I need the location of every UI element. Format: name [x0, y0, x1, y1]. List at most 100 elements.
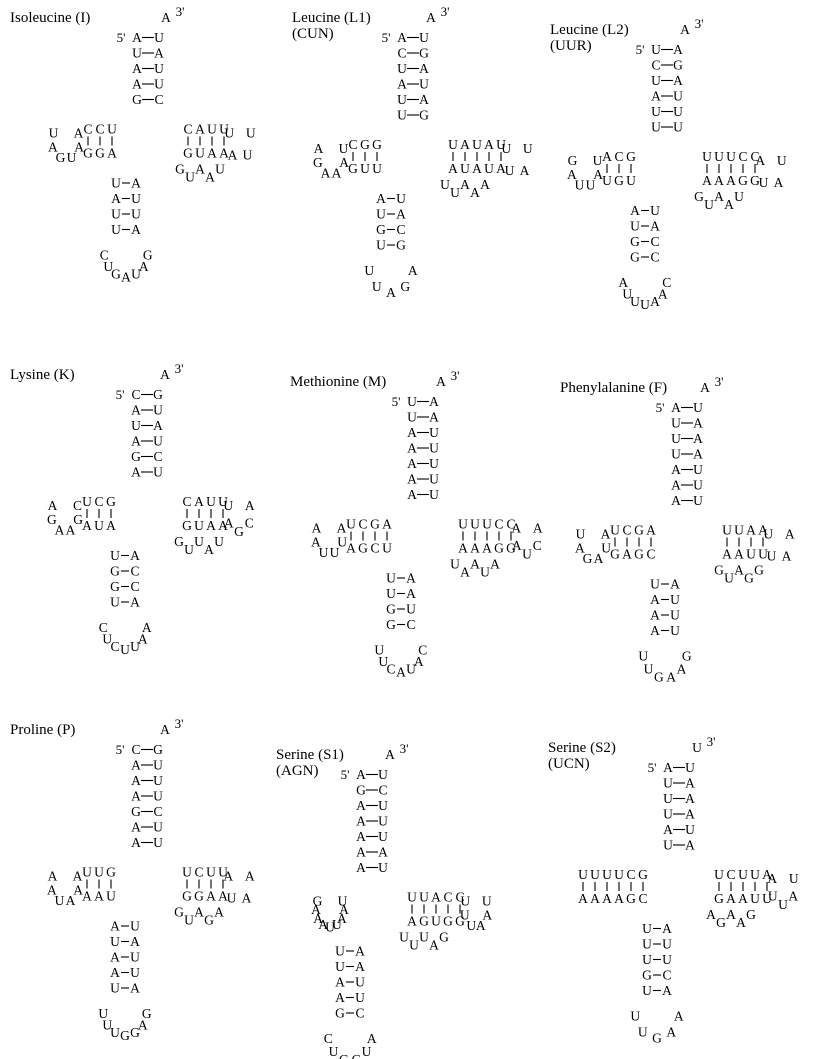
d-loop-nucleotide: A	[339, 155, 349, 170]
three-prime-label: 3'	[707, 734, 716, 749]
structure-title: Leucine (L2)	[550, 22, 629, 38]
anticodon-loop-nucleotide: U	[329, 1044, 339, 1059]
anticodon-loop-nucleotide: U	[406, 662, 416, 677]
acceptor-stem-nucleotide: A	[407, 472, 417, 487]
anticodon-loop-nucleotide: C	[100, 248, 109, 263]
acceptor-stem-nucleotide: G	[356, 783, 366, 798]
anticodon-loop-nucleotide: A	[674, 1009, 684, 1024]
anticodon-stem-nucleotide: A	[670, 577, 680, 592]
acceptor-stem-nucleotide: U	[693, 400, 703, 415]
variable-loop-nucleotide: U	[184, 542, 194, 557]
structure-title: Serine (S2)	[548, 740, 616, 756]
structure-title: Isoleucine (I)	[10, 10, 90, 26]
anticodon-loop-nucleotide: U	[630, 1009, 640, 1024]
d-loop-nucleotide: A	[73, 868, 83, 883]
discriminator-nucleotide: A	[700, 380, 710, 395]
t-loop-nucleotide: U	[768, 888, 778, 903]
d-loop-nucleotide: A	[332, 166, 342, 181]
d-stem-nucleotide: G	[626, 891, 636, 906]
variable-loop-nucleotide: A	[724, 197, 734, 212]
anticodon-loop-nucleotide: C	[418, 643, 427, 658]
acceptor-stem-nucleotide: U	[407, 410, 417, 425]
d-loop-nucleotide: A	[337, 911, 347, 926]
d-stem-nucleotide: U	[372, 161, 382, 176]
anticodon-stem-nucleotide: G	[110, 564, 120, 579]
acceptor-stem-nucleotide: U	[673, 120, 683, 135]
discriminator-nucleotide: A	[160, 367, 170, 382]
acceptor-stem-nucleotide: G	[153, 742, 163, 757]
t-loop-nucleotide: A	[245, 498, 255, 513]
acceptor-stem-nucleotide: U	[397, 108, 407, 123]
t-stem-nucleotide: A	[206, 889, 216, 904]
t-stem-nucleotide: A	[762, 867, 772, 882]
acceptor-stem-nucleotide: U	[673, 104, 683, 119]
anticodon-loop-nucleotide: U	[638, 1024, 648, 1039]
d-stem-nucleotide: G	[348, 161, 358, 176]
d-stem-nucleotide: G	[358, 541, 368, 556]
structure-title: Leucine (L1)	[292, 10, 371, 26]
anticodon-stem-nucleotide: G	[376, 222, 386, 237]
d-stem-nucleotide: A	[578, 891, 588, 906]
acceptor-stem-nucleotide: U	[397, 92, 407, 107]
five-prime-label: 5'	[656, 400, 665, 415]
t-stem-nucleotide: U	[758, 547, 768, 562]
d-stem-nucleotide: G	[634, 547, 644, 562]
acceptor-stem-nucleotide: U	[651, 42, 661, 57]
acceptor-stem-nucleotide: U	[663, 838, 673, 853]
t-stem-nucleotide: U	[206, 865, 216, 880]
acceptor-stem-nucleotide: U	[378, 829, 388, 844]
d-stem-nucleotide: U	[94, 865, 104, 880]
d-loop-nucleotide: A	[593, 167, 603, 182]
t-stem-nucleotide: A	[714, 173, 724, 188]
anticodon-loop-nucleotide: A	[677, 662, 687, 677]
acceptor-stem-nucleotide: U	[663, 791, 673, 806]
d-loop-nucleotide: U	[319, 545, 329, 560]
d-stem-nucleotide: U	[82, 494, 92, 509]
t-stem-nucleotide: A	[460, 137, 470, 152]
variable-loop-nucleotide: A	[214, 905, 224, 920]
d-loop-nucleotide: A	[48, 140, 58, 155]
anticodon-stem-nucleotide: U	[110, 934, 120, 949]
acceptor-stem-nucleotide: A	[131, 758, 141, 773]
d-stem-nucleotide: A	[590, 891, 600, 906]
variable-loop-nucleotide: A	[706, 907, 716, 922]
acceptor-stem-nucleotide: A	[671, 462, 681, 477]
acceptor-stem-nucleotide: U	[419, 30, 429, 45]
anticodon-stem-nucleotide: U	[386, 586, 396, 601]
acceptor-stem-nucleotide: U	[419, 77, 429, 92]
variable-loop-nucleotide: U	[215, 162, 225, 177]
anticodon-loop-nucleotide: U	[630, 294, 640, 309]
anticodon-loop-nucleotide: A	[396, 665, 406, 680]
d-loop-nucleotide: U	[55, 893, 65, 908]
acceptor-stem-nucleotide: U	[693, 462, 703, 477]
acceptor-stem-nucleotide: U	[429, 441, 439, 456]
anticodon-stem-nucleotide: U	[376, 238, 386, 253]
anticodon-stem-nucleotide: U	[335, 959, 345, 974]
acceptor-stem-nucleotide: C	[131, 742, 140, 757]
anticodon-stem-nucleotide: A	[406, 586, 416, 601]
anticodon-stem-nucleotide: C	[396, 222, 405, 237]
t-loop-nucleotide: U	[523, 141, 533, 156]
anticodon-stem-nucleotide: U	[650, 577, 660, 592]
acceptor-stem-nucleotide: A	[693, 431, 703, 446]
anticodon-loop-nucleotide: G	[111, 267, 121, 282]
acceptor-stem-nucleotide: A	[407, 441, 417, 456]
t-loop-nucleotide: U	[246, 125, 256, 140]
t-stem-nucleotide: G	[194, 889, 204, 904]
acceptor-stem-nucleotide: A	[685, 838, 695, 853]
d-stem-nucleotide: G	[638, 867, 648, 882]
t-stem-nucleotide: U	[702, 149, 712, 164]
d-loop-nucleotide: U	[330, 545, 340, 560]
anticodon-stem-nucleotide: A	[650, 608, 660, 623]
anticodon-loop-nucleotide: U	[644, 662, 654, 677]
t-stem-nucleotide: U	[722, 523, 732, 538]
t-stem-nucleotide: A	[702, 173, 712, 188]
acceptor-stem-nucleotide: C	[397, 46, 406, 61]
acceptor-stem-nucleotide: A	[685, 807, 695, 822]
d-stem-nucleotide: C	[622, 523, 631, 538]
t-stem-nucleotide: U	[219, 122, 229, 137]
anticodon-stem-nucleotide: A	[376, 191, 386, 206]
anticodon-loop-nucleotide: U	[110, 1025, 120, 1040]
anticodon-loop-nucleotide: A	[121, 270, 131, 285]
t-stem-nucleotide: A	[472, 161, 482, 176]
